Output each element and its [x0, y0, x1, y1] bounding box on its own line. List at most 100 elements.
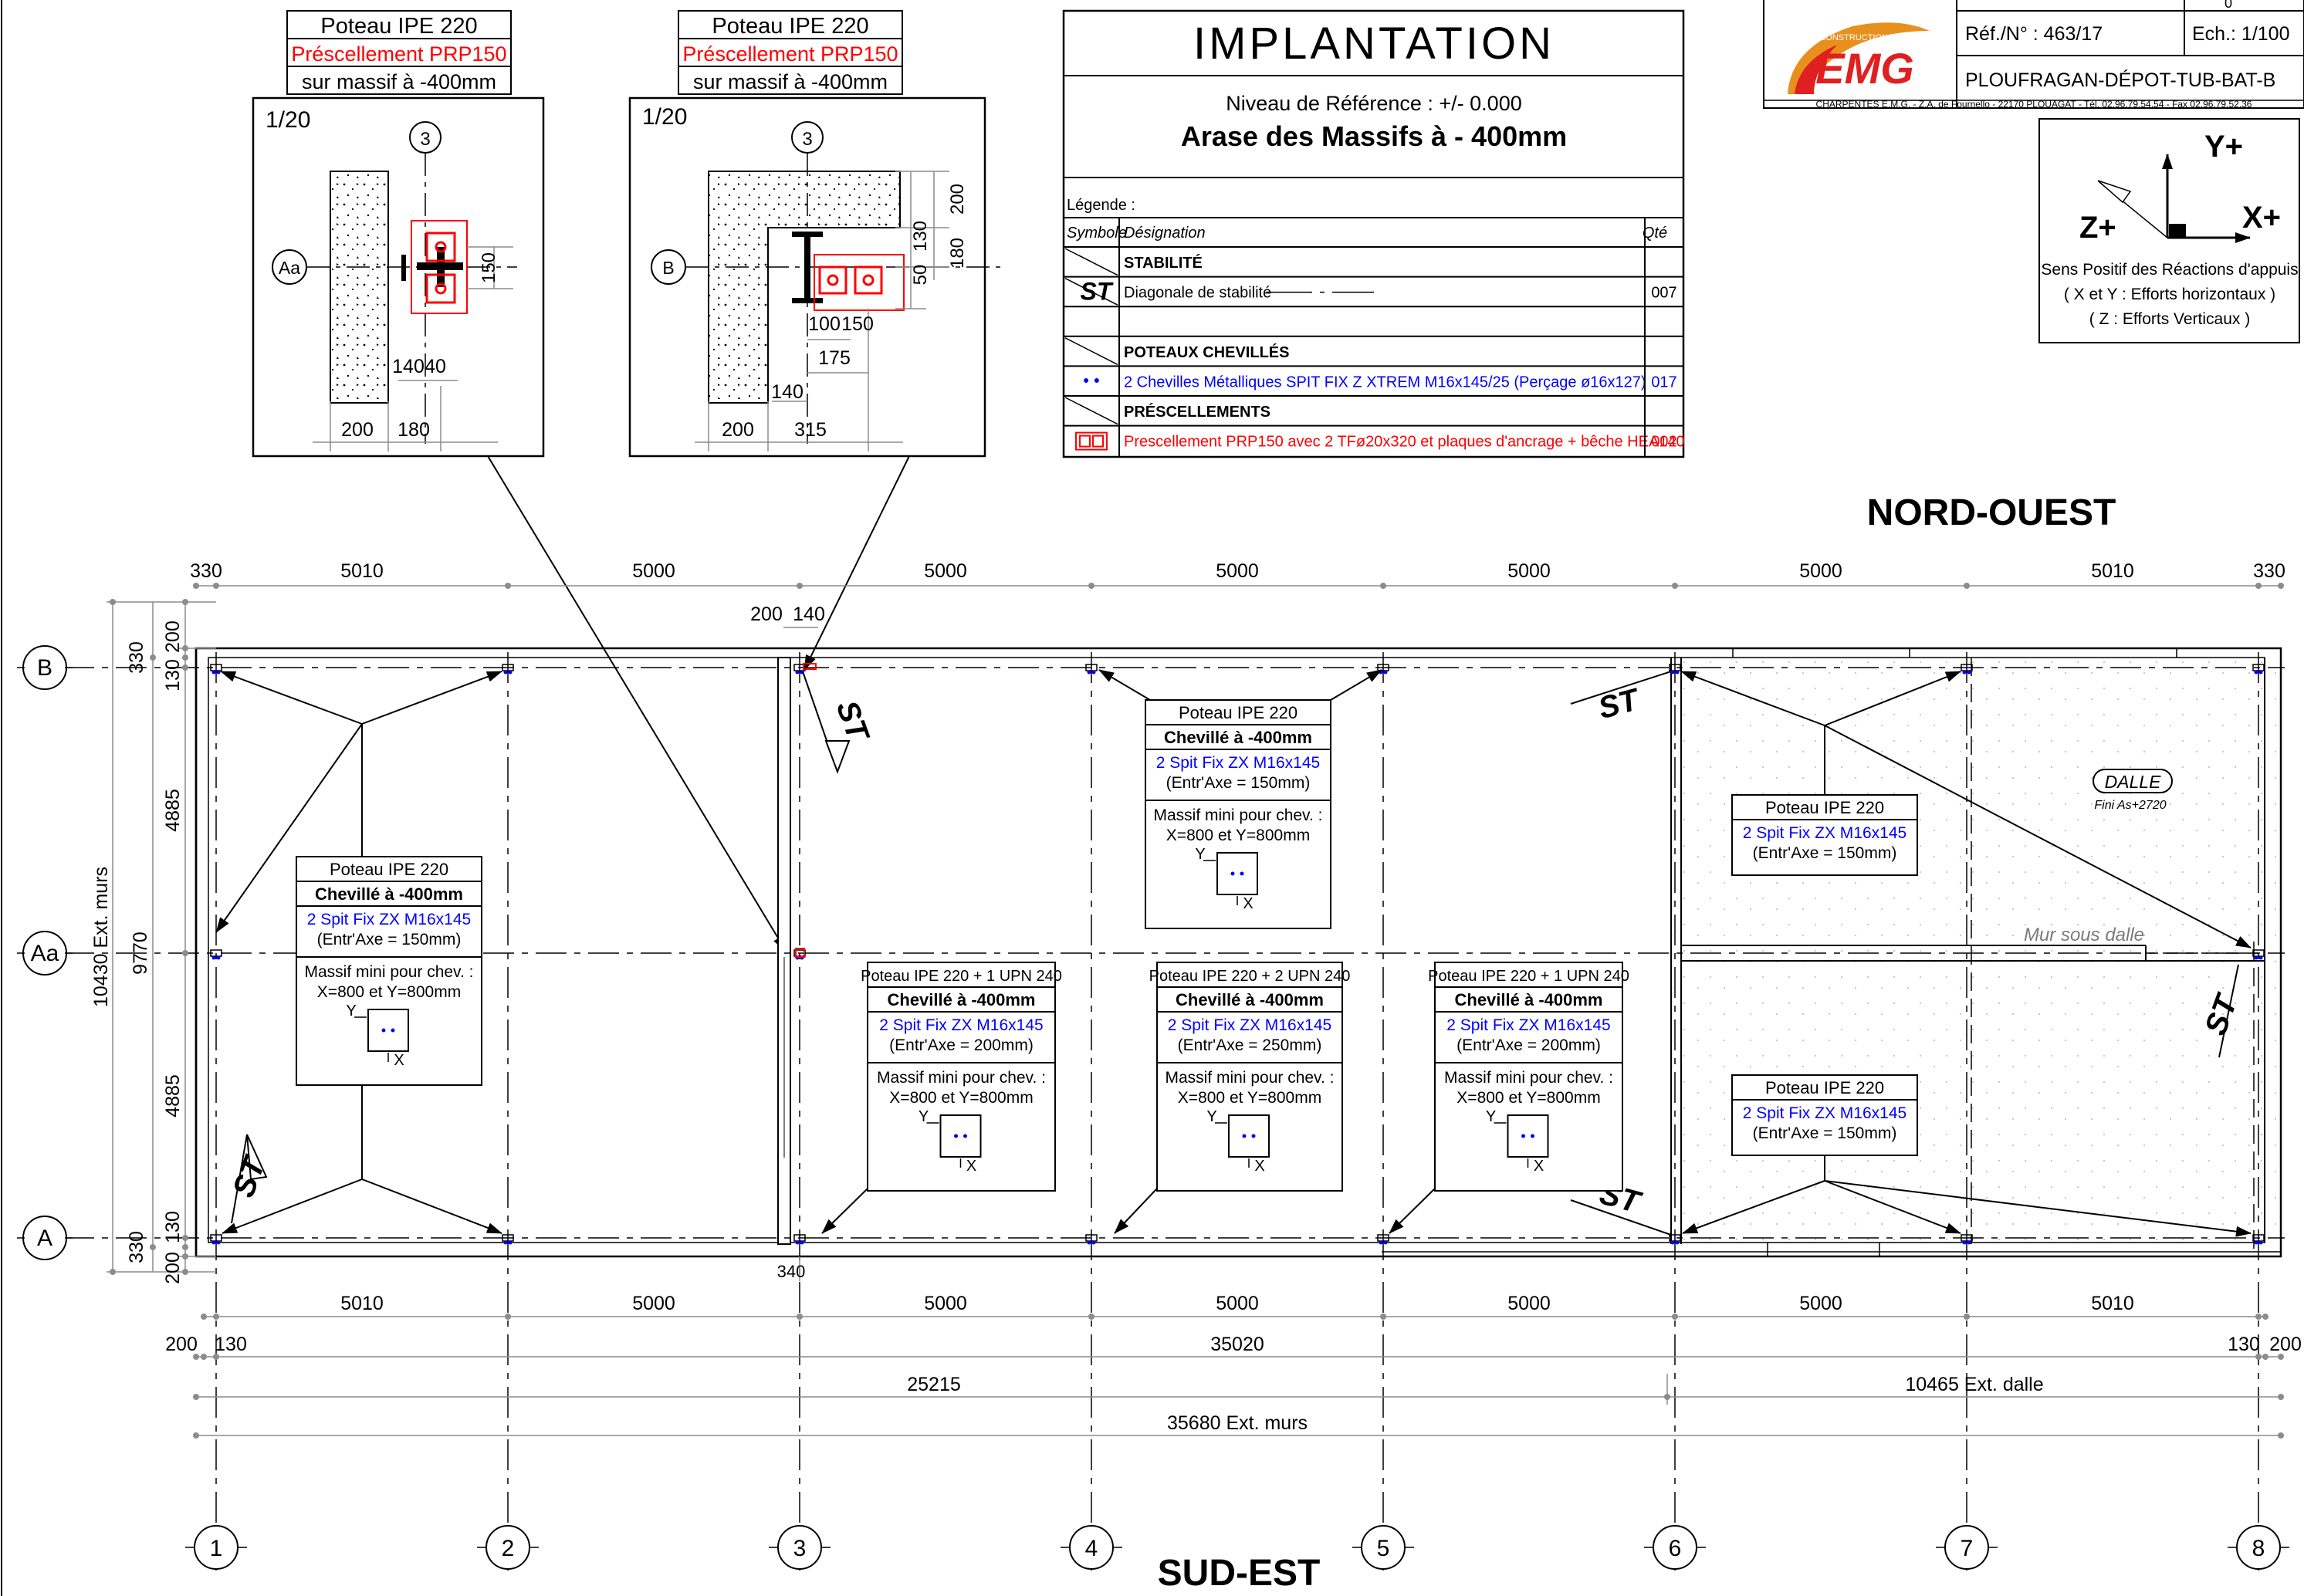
- dalle-label: DALLE: [2105, 772, 2162, 792]
- dim-bottom-5: 5000: [1507, 1293, 1551, 1314]
- dim-left-5: 4885: [162, 1074, 184, 1118]
- legend-label: Légende :: [1067, 197, 1135, 214]
- column-marker: [2252, 1234, 2265, 1242]
- dim-top-1: 330: [190, 560, 222, 582]
- company-scale: Ech.: 1/100: [2192, 23, 2289, 45]
- grid-column-label: 4: [1085, 1536, 1098, 1561]
- axes-legend-line-3: ( Z : Efforts Verticaux ): [2089, 310, 2251, 328]
- column-marker: [1669, 1234, 1681, 1242]
- orientation-north: NORD-OUEST: [1867, 492, 2116, 533]
- detail-1-title: Poteau IPE 220: [320, 14, 477, 39]
- title-block-subtitle: Arase des Massifs à - 400mm: [1181, 120, 1567, 152]
- slab-area: [1671, 654, 2281, 1249]
- detail-1-dim-e: 150: [479, 252, 499, 283]
- callout-massif-1: Massif mini pour chev. :: [1444, 1069, 1613, 1087]
- detail-2-axis-top: 3: [802, 129, 812, 150]
- column-marker: [1377, 664, 1389, 671]
- callout-mode: Chevillé à -400mm: [1455, 990, 1603, 1009]
- detail-2-dim-a: 200: [722, 419, 754, 441]
- grid-row-label: A: [37, 1226, 52, 1251]
- callout-massif-1: Massif mini pour chev. :: [304, 963, 473, 981]
- callout-spacing: (Entr'Axe = 150mm): [1166, 774, 1311, 792]
- detail-2-title: Poteau IPE 220: [712, 14, 868, 39]
- callout-title: Poteau IPE 220: [1765, 798, 1884, 817]
- detail-1-axis-top: 3: [420, 129, 430, 150]
- dim-top-7: 5000: [1799, 560, 1842, 582]
- callout-y-label: Y: [919, 1108, 929, 1125]
- dim-top-2: 5010: [340, 560, 384, 582]
- dim-bottom-3: 5000: [924, 1293, 967, 1314]
- company-logo: EMG: [1815, 44, 1914, 93]
- callout-anchors: 2 Spit Fix ZX M16x145: [307, 911, 471, 928]
- dim-left-2: 330: [126, 641, 147, 674]
- company-block: EMG CONSTRUCTIONS BOIS Réf./N° : 463/17 …: [1763, 0, 2304, 110]
- column-marker: [793, 1234, 806, 1242]
- dim-bottom-1: 5010: [340, 1293, 384, 1314]
- dim-slab-2: 10465 Ext. dalle: [1905, 1374, 2043, 1395]
- callout-massif-1: Massif mini pour chev. :: [877, 1069, 1046, 1087]
- grid-column-bubble: [1361, 1525, 1406, 1570]
- st-label-1: ST: [830, 696, 876, 747]
- detail-2-dim-h: 130: [910, 221, 931, 252]
- callout-spacing: (Entr'Axe = 150mm): [317, 931, 462, 948]
- callout-massif-2: X=800 et Y=800mm: [1166, 827, 1310, 844]
- company-logo-tagline: CONSTRUCTIONS BOIS: [1819, 33, 1916, 42]
- company-index: 0: [2224, 0, 2232, 11]
- grid-column-label: 5: [1377, 1536, 1390, 1561]
- detail-2-note: sur massif à -400mm: [693, 70, 888, 93]
- callout-mode: Chevillé à -400mm: [888, 990, 1036, 1009]
- axis-z-label: Z+: [2079, 211, 2116, 245]
- callout-spacing: (Entr'Axe = 200mm): [1456, 1036, 1601, 1054]
- dalle-level: Fini As+2720: [2094, 799, 2166, 812]
- grid-column-label: 7: [1961, 1536, 1974, 1561]
- callout-y-label: Y: [1195, 846, 1205, 863]
- detail-2-dim-e: 175: [818, 347, 851, 369]
- dim-top-3: 5000: [632, 560, 675, 582]
- dim-top-6: 5000: [1507, 560, 1551, 582]
- grid-column-label: 8: [2252, 1536, 2265, 1561]
- legend-row-5-designation: PRÉSCELLEMENTS: [1124, 403, 1270, 421]
- callout-title: Poteau IPE 220 + 1 UPN 240: [1428, 968, 1629, 985]
- dim-left-1: 200: [162, 620, 184, 653]
- column-marker: [502, 664, 514, 671]
- dim-top-9: 330: [2253, 560, 2285, 582]
- detail-2-dim-d: 150: [841, 313, 874, 335]
- legend-col-designation: Désignation: [1124, 225, 1206, 242]
- dim-left-8: 200: [162, 1252, 184, 1284]
- dim-top-extra-1: 200: [750, 604, 783, 625]
- legend-row-4-symbol: • •: [1083, 370, 1100, 390]
- dim-bottom-7: 5010: [2091, 1293, 2134, 1314]
- legend-row-6-qty: 002: [1651, 434, 1676, 451]
- dim-top-8: 5010: [2091, 560, 2134, 582]
- detail-2-dim-g: 200: [947, 184, 968, 215]
- legend-row-0-designation: STABILITÉ: [1124, 254, 1203, 272]
- dim-col3-offset: 340: [777, 1262, 806, 1281]
- detail-1: Poteau IPE 220 Préscellement PRP150 sur …: [252, 10, 545, 458]
- company-ref: Réf./N° : 463/17: [1965, 23, 2103, 45]
- callout-title: Poteau IPE 220 + 2 UPN 240: [1149, 968, 1351, 985]
- company-logo-swoosh: [1788, 22, 1930, 95]
- dim-bottom-6: 5000: [1799, 1293, 1842, 1314]
- callout-massif-2: X=800 et Y=800mm: [317, 983, 461, 1001]
- legend-row-4-qty: 017: [1651, 374, 1676, 391]
- callout-title: Poteau IPE 220: [330, 860, 448, 879]
- dim-total-5: 200: [2269, 1334, 2302, 1355]
- legend-row-1-qty: 007: [1651, 285, 1676, 302]
- column-marker: [1961, 664, 1973, 671]
- callout-anchors: 2 Spit Fix ZX M16x145: [1168, 1016, 1331, 1034]
- callout-y-label: Y: [1486, 1108, 1496, 1125]
- grid-column-bubble: [194, 1525, 239, 1570]
- mur-sous-dalle-label: Mur sous dalle: [2024, 925, 2144, 945]
- dim-total-1: 200: [165, 1334, 198, 1355]
- legend-row-1-symbol: ST: [1081, 278, 1114, 306]
- detail-2-axis-left: B: [662, 258, 674, 278]
- column-marker: [1085, 664, 1098, 671]
- grid-column-bubble: [485, 1525, 530, 1570]
- callout-anchors: 2 Spit Fix ZX M16x145: [1156, 754, 1320, 772]
- detail-2: Poteau IPE 220 Préscellement PRP150 sur …: [628, 10, 1003, 458]
- detail-1-scale: 1/20: [266, 107, 310, 133]
